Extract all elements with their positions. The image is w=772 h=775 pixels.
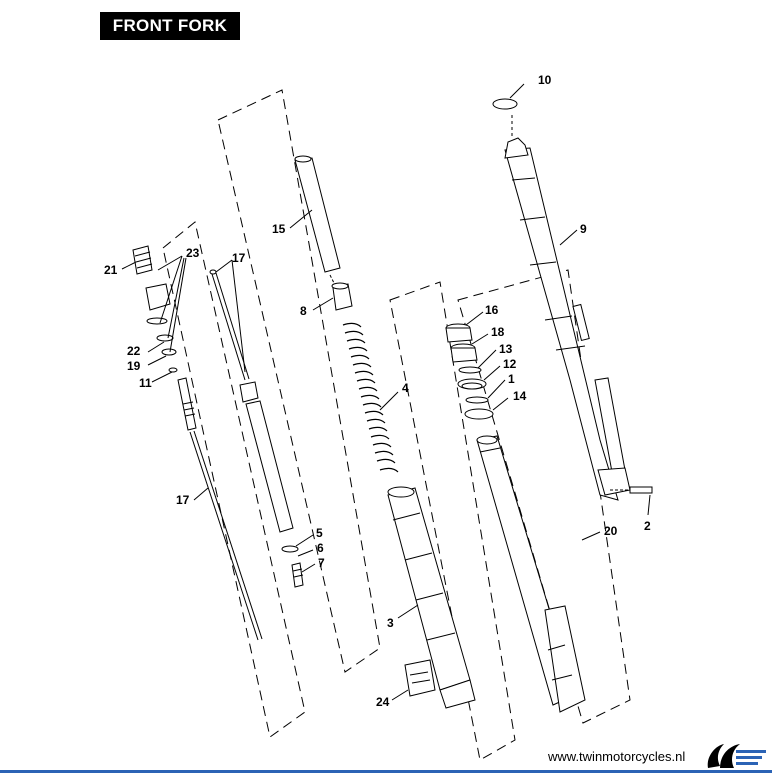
dashed-group-left: [162, 221, 306, 738]
callout-11: 11: [139, 376, 152, 390]
callout-9: 9: [580, 222, 587, 236]
callout-24: 24: [376, 695, 390, 709]
damper-cap-parts: [132, 245, 178, 373]
callout-5: 5: [316, 526, 323, 540]
callout-13: 13: [499, 342, 513, 356]
part-24-block: [404, 659, 436, 697]
snap-ring-part: [492, 98, 518, 110]
dashed-group-right: [389, 281, 516, 761]
callout-22: 22: [127, 344, 141, 358]
spring-part-4: [342, 322, 399, 473]
title-box: FRONT FORK: [100, 12, 240, 40]
callout-7: 7: [318, 556, 325, 570]
damper-rod-part-17: [177, 377, 263, 641]
dashed-group-center: [217, 89, 381, 673]
fork-slider-part: [504, 137, 631, 501]
callout-2: 2: [644, 519, 651, 533]
callout-8: 8: [300, 304, 307, 318]
callout-23: 23: [186, 246, 200, 260]
callout-1: 1: [508, 372, 515, 386]
inner-tube-part-3: [387, 486, 476, 709]
callout-10: 10: [538, 73, 552, 87]
cartridge-part-17: [209, 269, 304, 588]
bolt-part-2: [610, 486, 653, 516]
callout-3: 3: [387, 616, 394, 630]
callout-19: 19: [127, 359, 141, 373]
spacer-part-8: [331, 282, 353, 311]
callout-14: 14: [513, 389, 527, 403]
callout-17-upper: 17: [232, 251, 246, 265]
callout-21: 21: [104, 263, 118, 277]
callout-16: 16: [485, 303, 499, 317]
lower-slider-part-20: [476, 435, 586, 713]
leader-lines: [121, 83, 601, 701]
brand-logo-icon: [707, 744, 766, 768]
footer-accent-line: [0, 770, 772, 773]
page-title: FRONT FORK: [112, 16, 228, 35]
callout-18: 18: [491, 325, 505, 339]
seal-stack-parts: [445, 323, 494, 420]
dashed-group-far-right: [457, 269, 631, 724]
callout-labels: 10 9 21 23 17 15 8 16 18 13 12 1 14 22 1…: [104, 73, 651, 709]
callout-20: 20: [604, 524, 618, 538]
callout-12: 12: [503, 357, 517, 371]
callout-15: 15: [272, 222, 286, 236]
callout-6: 6: [317, 541, 324, 555]
callout-17-lower: 17: [176, 493, 190, 507]
callout-4: 4: [402, 381, 409, 395]
upper-tube-part-15: [294, 155, 341, 286]
footer-url[interactable]: www.twinmotorcycles.nl: [548, 749, 686, 764]
dashed-group-outlines: [162, 89, 631, 761]
